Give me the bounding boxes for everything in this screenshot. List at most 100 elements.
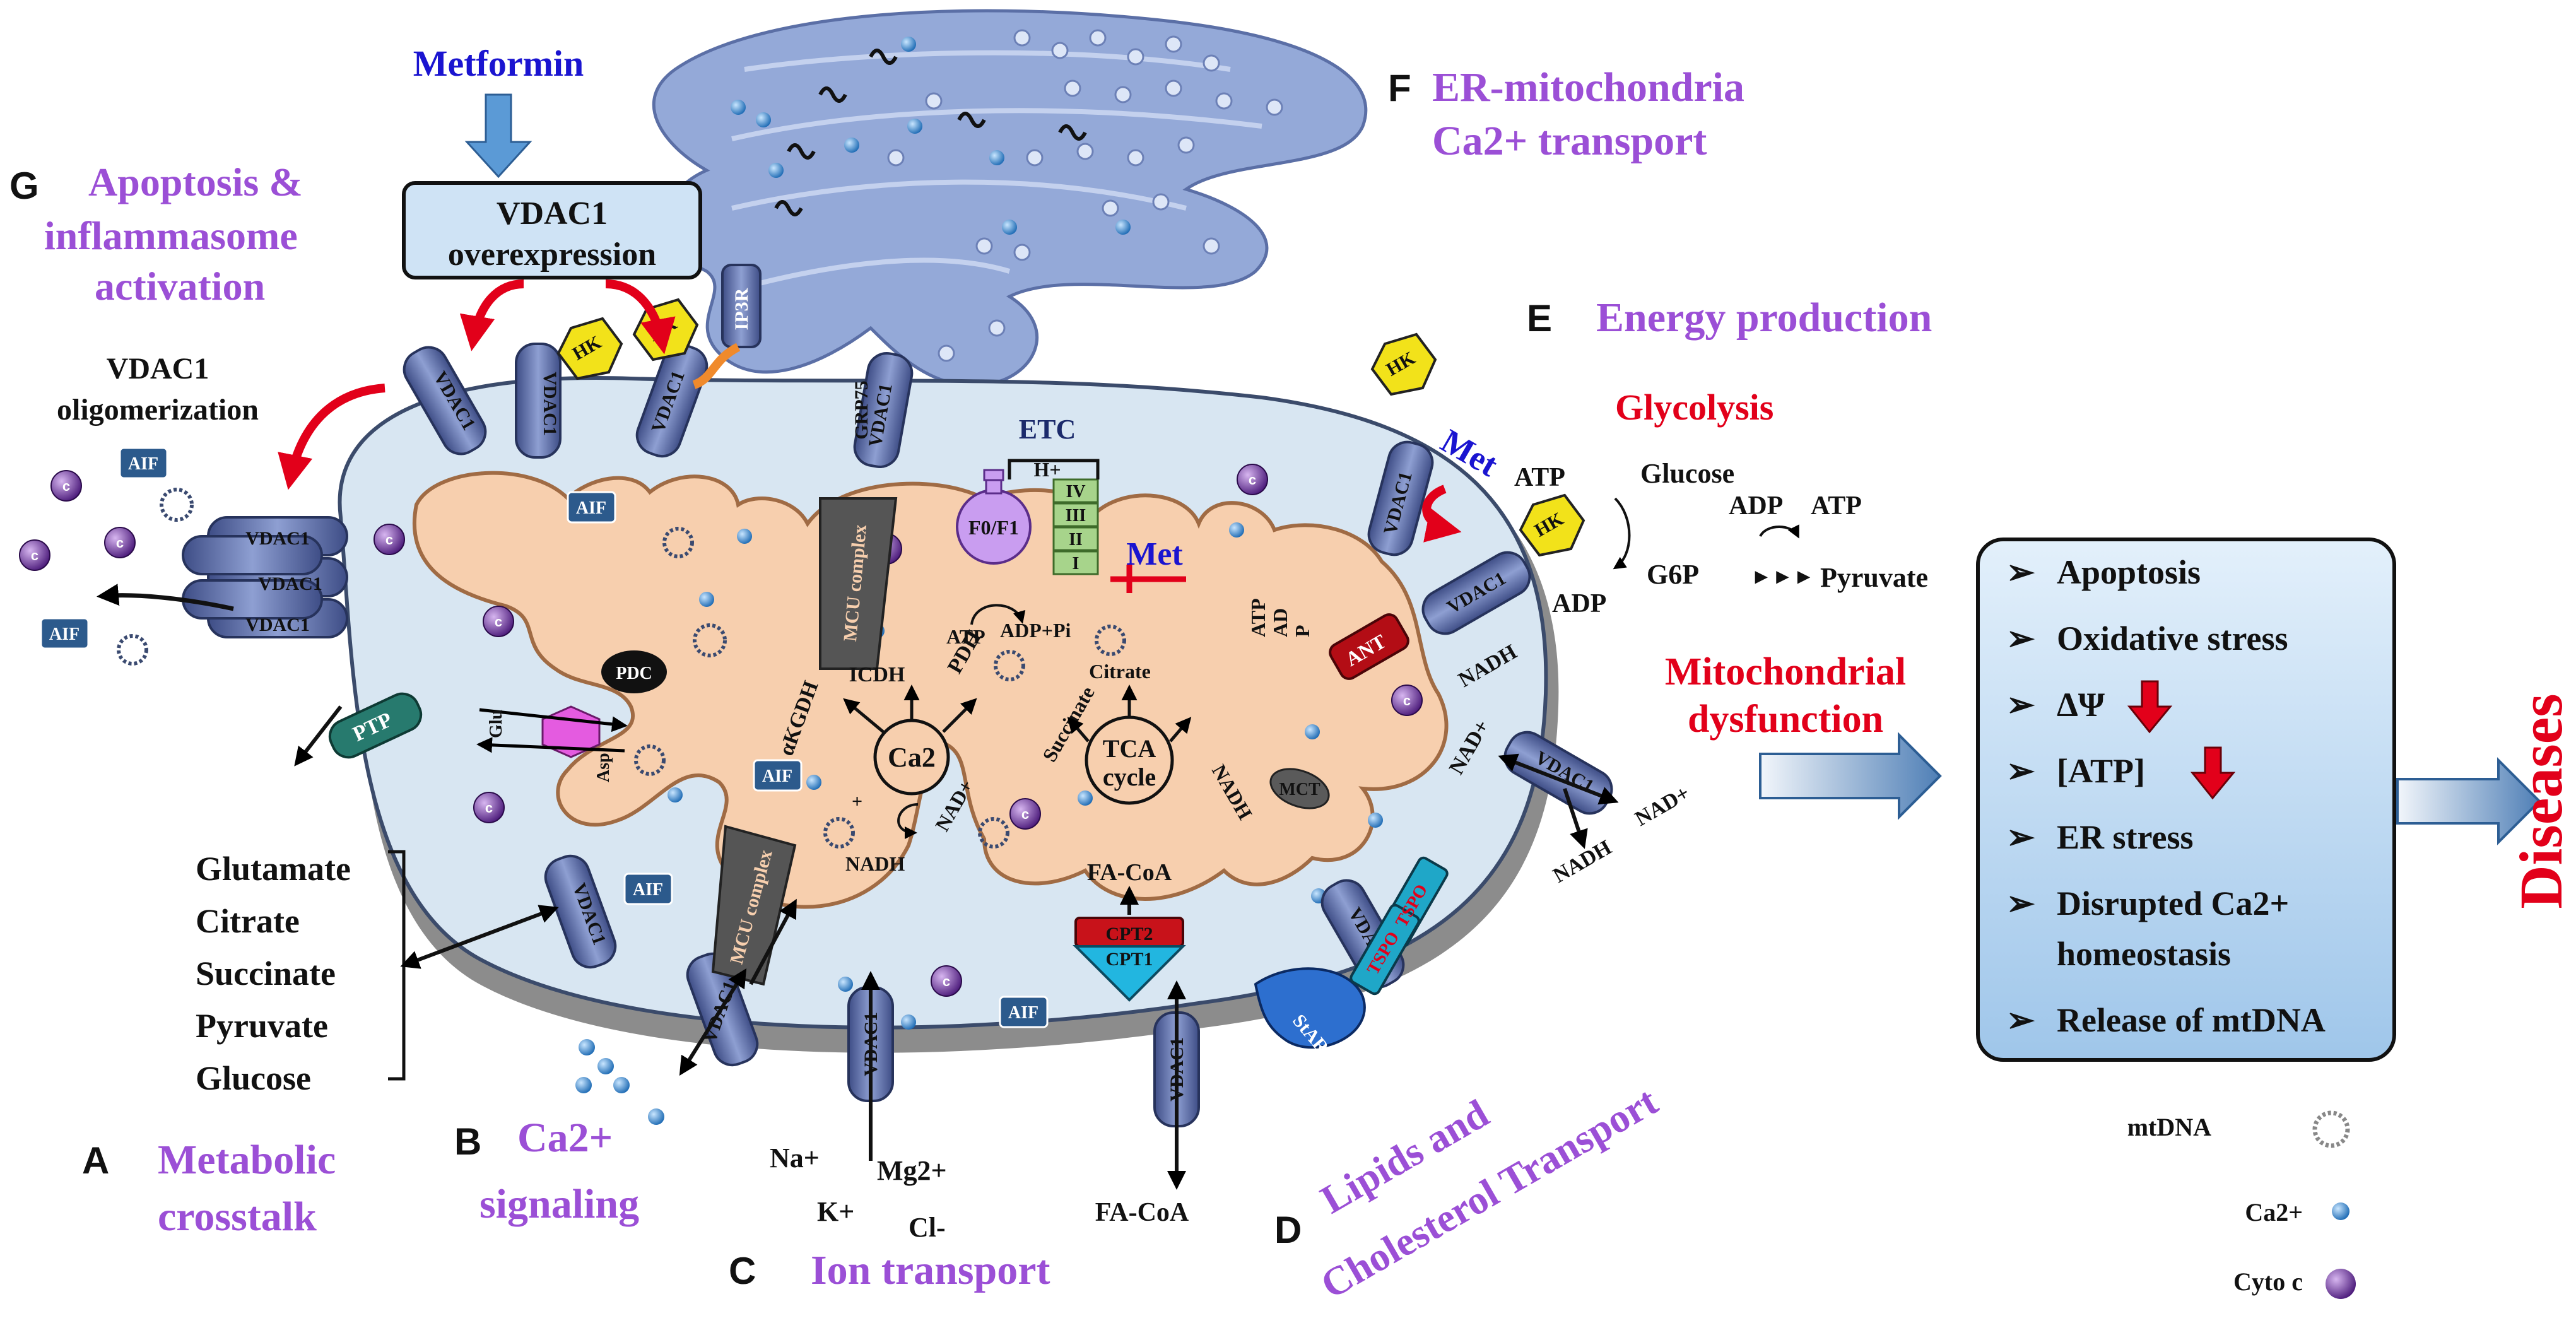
outcome-atp: [ATP] — [2057, 752, 2145, 790]
section-g-title-1: Apoptosis & — [88, 160, 303, 204]
section-f-title-1: ER-mitochondria — [1432, 64, 1744, 110]
ion-na: Na+ — [770, 1143, 820, 1173]
glycolysis-atp: ATP — [1811, 491, 1862, 520]
ion-k: K+ — [817, 1196, 854, 1227]
section-b-letter: B — [454, 1120, 481, 1163]
h-plus-label: H+ — [1033, 458, 1061, 481]
nadh-label: NADH — [845, 852, 905, 875]
legend-ca-label: Ca2+ — [2245, 1198, 2303, 1226]
star-tspo-complex — [1254, 856, 1449, 1049]
mtdna-icon — [2312, 1110, 2350, 1148]
fa-coa-label: FA-CoA — [1087, 859, 1172, 886]
metabolite-glutamate: Glutamate — [196, 850, 351, 888]
ion-mg: Mg2+ — [877, 1155, 947, 1186]
section-e-title: Energy production — [1596, 295, 1932, 341]
section-a-title-1: Metabolic — [158, 1137, 336, 1183]
cyto-c-group — [19, 464, 1423, 997]
endoplasmic-reticulum — [652, 9, 1368, 387]
section-f-title-2: Ca2+ transport — [1432, 118, 1707, 164]
section-e-letter: E — [1527, 297, 1552, 339]
p-label-ant: P — [1291, 625, 1314, 637]
etc-label: ETC — [1019, 414, 1076, 445]
glycolysis-title: Glycolysis — [1615, 387, 1773, 428]
cyto-c-label: c — [62, 478, 70, 494]
outcome-mtdna-release: Release of mtDNA — [2057, 1001, 2326, 1039]
outcome-bullet: ➢ — [2006, 686, 2035, 724]
er-ribosome-mrna — [774, 49, 1087, 216]
complex-i-label: I — [1073, 554, 1079, 573]
oligomerization-line2: oligomerization — [57, 393, 259, 426]
cyto-c-label: c — [1249, 472, 1256, 488]
vdac1-oligomer-label: VDAC1 — [258, 573, 322, 594]
outcome-bullet: ➢ — [2006, 885, 2035, 922]
aif-label: AIF — [128, 454, 158, 474]
section-b-title-1: Ca2+ — [517, 1115, 613, 1161]
cpt1-label: CPT1 — [1106, 949, 1153, 970]
section-c-title: Ion transport — [811, 1247, 1050, 1293]
vdac1-label: VDAC1 — [539, 372, 560, 436]
pdc-label: PDC — [616, 664, 652, 683]
atp-label: ATP — [946, 625, 985, 648]
vdac1-overexpression-line2: overexpression — [448, 237, 656, 273]
diseases-label: Diseases — [2507, 693, 2575, 908]
metabolite-succinate: Succinate — [196, 955, 336, 992]
outcome-bullet: ➢ — [2006, 620, 2035, 657]
metformin-label: Metformin — [413, 43, 584, 84]
outcome-oxidative-stress: Oxidative stress — [2057, 620, 2288, 657]
asp-label: Asp — [594, 753, 613, 782]
cyto-c-label: c — [495, 614, 502, 630]
outcome-bullet: ➢ — [2006, 1001, 2035, 1039]
mcu-complexes — [711, 497, 898, 986]
etc-complexes — [1052, 478, 1099, 575]
outcome-membrane-potential: ΔΨ — [2057, 686, 2105, 724]
atp-label-ant: ATP — [1247, 598, 1269, 637]
aif-label: AIF — [762, 767, 792, 786]
cyto-c-label: c — [31, 548, 38, 563]
ip3r-grp75 — [692, 264, 762, 389]
dysfunction-line2: dysfunction — [1688, 698, 1883, 741]
pdc — [601, 650, 667, 693]
calcium-icon — [2332, 1202, 2350, 1220]
cyto-c-icon — [2326, 1269, 2356, 1299]
ip3r-label: IP3R — [731, 288, 752, 330]
cyto-c-label: c — [943, 973, 950, 989]
section-c-letter: C — [729, 1250, 756, 1292]
pyruvate-label: Pyruvate — [1820, 562, 1928, 593]
section-g-title-3: activation — [95, 264, 265, 309]
vdac1-oligomer — [182, 516, 348, 638]
outcome-disrupted-ca: Disrupted Ca2+ — [2057, 885, 2289, 922]
ion-cl: Cl- — [909, 1212, 946, 1243]
vdac1-overexpression-line1: VDAC1 — [497, 196, 608, 232]
outcomes-box — [1976, 538, 2396, 1062]
aif-label: AIF — [49, 625, 79, 644]
complex-ii-label: II — [1069, 530, 1083, 550]
tca-cycle-label: cycle — [1103, 763, 1156, 791]
aif-group — [40, 447, 1049, 1028]
outcome-apoptosis: Apoptosis — [2057, 553, 2201, 591]
cyto-c-label: c — [1021, 806, 1029, 822]
adp-label-ant: AD — [1269, 608, 1291, 637]
adp-label-hk: ADP — [1552, 589, 1606, 618]
outcome-homeostasis: homeostasis — [2057, 935, 2231, 973]
metformin-arrow — [464, 93, 532, 179]
outcome-bullet: ➢ — [2006, 818, 2035, 856]
mtdna-group — [634, 527, 1126, 849]
red-curved-arrows — [278, 279, 1462, 543]
metabolite-glucose: Glucose — [196, 1059, 311, 1097]
section-a-letter: A — [82, 1139, 109, 1182]
ca2-hub — [873, 719, 950, 796]
tca-label: TCA — [1103, 734, 1156, 763]
nad-plus-label-out: NAD+ — [1632, 781, 1694, 831]
tca-cycle — [1085, 715, 1174, 805]
f0f1-label: F0/F1 — [968, 516, 1019, 539]
citrate-label: Citrate — [1089, 660, 1151, 683]
icdh-label: ICDH — [849, 663, 905, 686]
cyto-c-label: c — [385, 532, 393, 548]
glycolysis-adp: ADP — [1729, 491, 1783, 520]
aif-label: AIF — [1008, 1003, 1038, 1023]
complex-iv-label: IV — [1066, 482, 1085, 502]
metabolite-pyruvate: Pyruvate — [196, 1007, 328, 1045]
outcome-bullet: ➢ — [2006, 553, 2035, 591]
complex-iii-label: III — [1066, 506, 1086, 526]
